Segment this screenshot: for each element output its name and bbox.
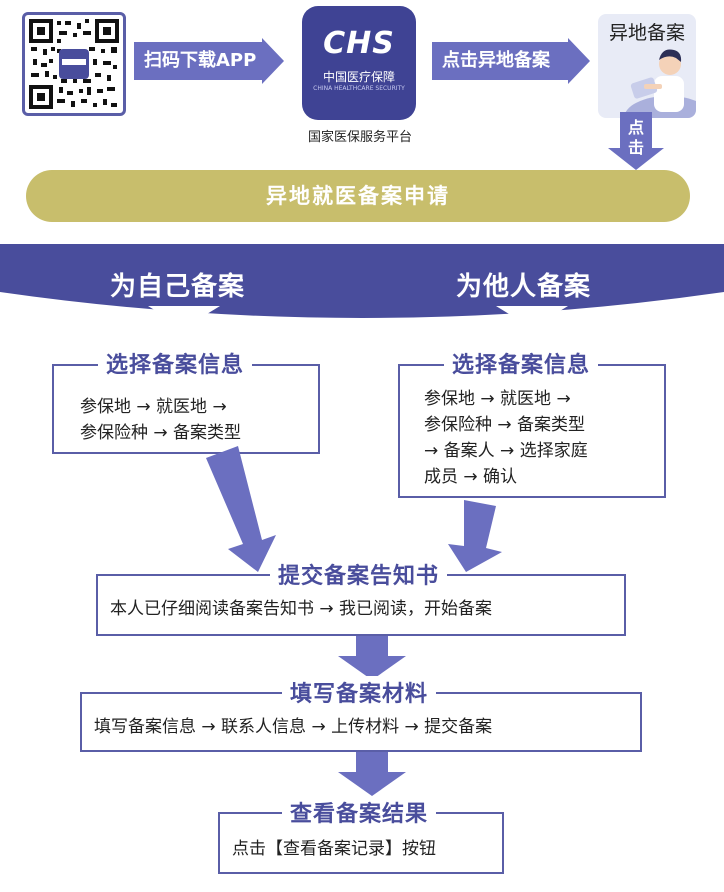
fill-materials-line: 填写备案信息 → 联系人信息 → 上传材料 → 提交备案 — [94, 714, 492, 740]
submit-notice-line: 本人已仔细阅读备案告知书 → 我已阅读，开始备案 — [110, 596, 492, 622]
fill-materials-title: 填写备案材料 — [282, 676, 436, 708]
view-result-line: 点击【查看备案记录】按钮 — [232, 836, 436, 862]
view-result-title: 查看备案结果 — [282, 796, 436, 828]
submit-notice-title: 提交备案告知书 — [270, 558, 447, 590]
